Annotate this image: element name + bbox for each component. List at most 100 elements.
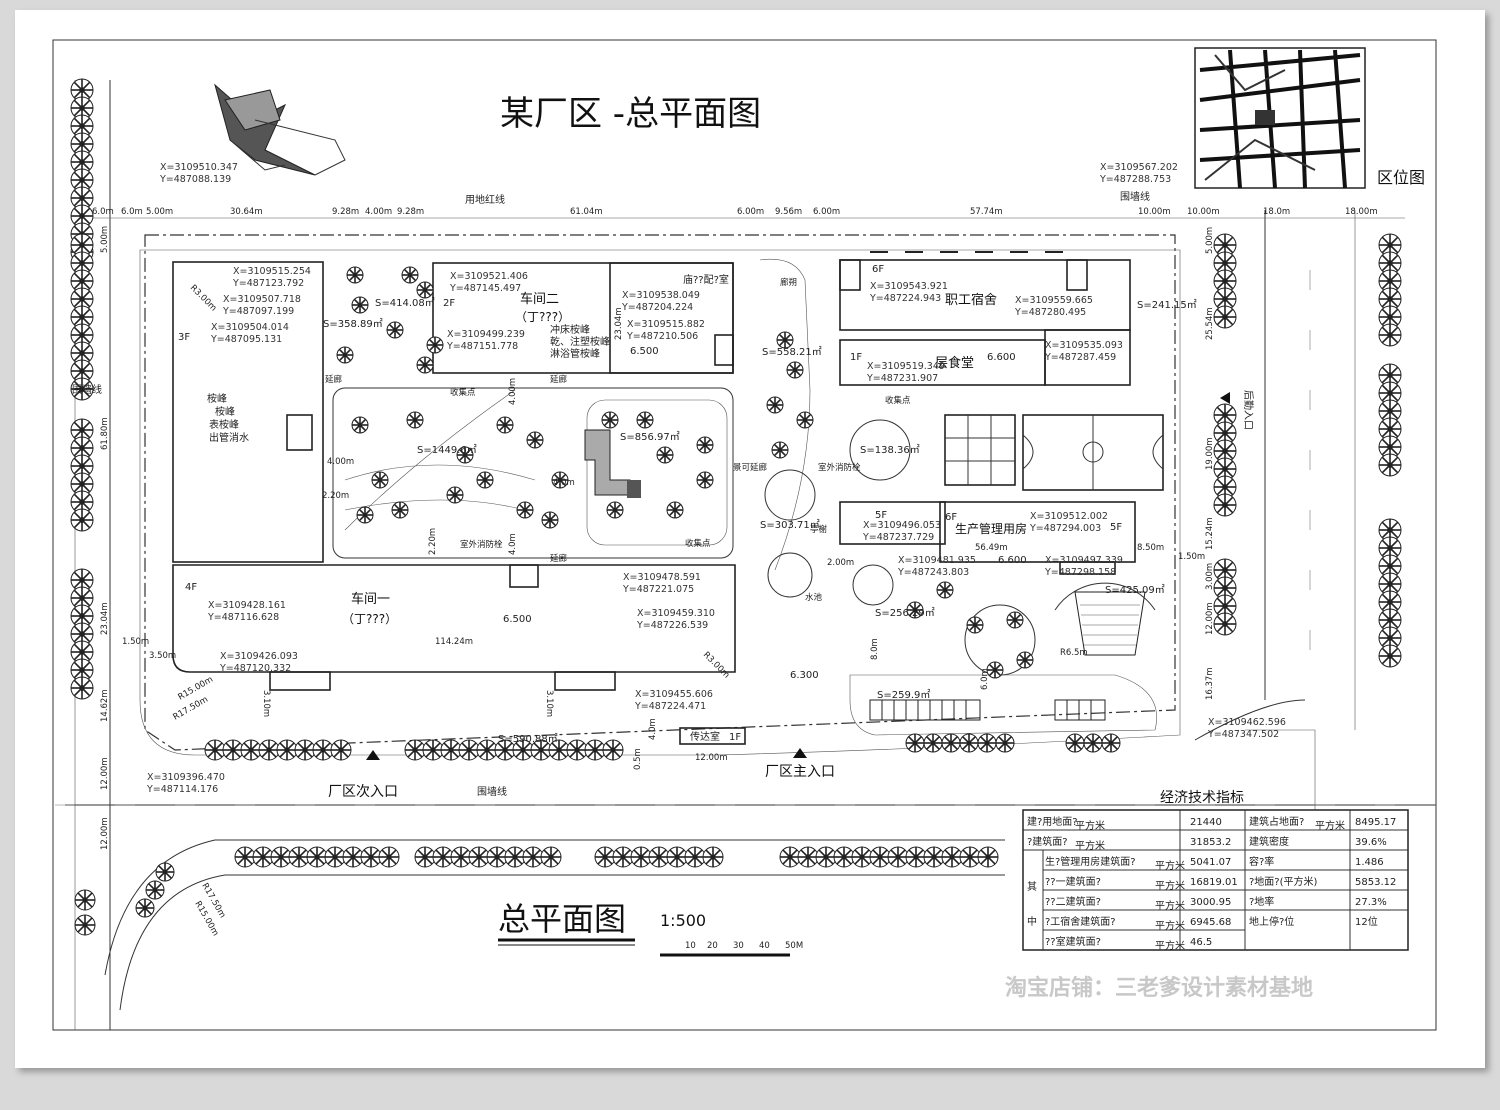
svg-text:车间二: 车间二 xyxy=(520,291,559,307)
svg-text:3.10m: 3.10m xyxy=(544,690,554,717)
svg-text:0.5m: 0.5m xyxy=(633,748,643,770)
svg-text:S=558.21㎡: S=558.21㎡ xyxy=(762,346,822,358)
svg-text:23.04m: 23.04m xyxy=(614,307,624,340)
svg-text:X=3109497.339: X=3109497.339 xyxy=(1045,555,1123,566)
econ-title: 经济技术指标 xyxy=(1160,790,1244,806)
area-labels: S=414.08㎡ S=358.89㎡ S=1449.6㎡ S=856.97㎡ … xyxy=(323,297,1197,745)
svg-text:X=3109512.002: X=3109512.002 xyxy=(1030,511,1108,522)
svg-text:5F: 5F xyxy=(875,510,887,521)
svg-text:5F: 5F xyxy=(1110,522,1122,533)
econ-value: 8495.17 xyxy=(1355,817,1396,828)
svg-text:S=241.15㎡: S=241.15㎡ xyxy=(1137,299,1197,311)
svg-text:18.00m: 18.00m xyxy=(1345,207,1378,217)
workshop-1: 车间一 （丁???） 4F xyxy=(172,564,736,691)
svg-text:Y=487243.803: Y=487243.803 xyxy=(897,567,969,578)
svg-text:18.0m: 18.0m xyxy=(1263,207,1290,217)
svg-text:12.00m: 12.00m xyxy=(1205,602,1215,635)
svg-text:2.20m: 2.20m xyxy=(322,491,349,501)
svg-text:传达室: 传达室 xyxy=(690,730,720,743)
building-3f: 3F 桉峰 桉峰 表桉峰 出管消水 xyxy=(172,261,324,563)
svg-text:室外消防栓: 室外消防栓 xyxy=(460,539,503,550)
svg-text:5.00m: 5.00m xyxy=(1205,227,1215,254)
svg-text:2.20m: 2.20m xyxy=(428,528,438,555)
svg-text:61.80m: 61.80m xyxy=(100,417,110,450)
svg-text:景可延廊: 景可延廊 xyxy=(733,462,768,473)
svg-text:12.00m: 12.00m xyxy=(695,753,728,763)
svg-text:Y=487280.495: Y=487280.495 xyxy=(1014,307,1086,318)
svg-text:S=256.29㎡: S=256.29㎡ xyxy=(875,607,935,619)
svg-text:Y=487145.497: Y=487145.497 xyxy=(449,283,521,294)
svg-text:Y=487204.224: Y=487204.224 xyxy=(621,302,693,313)
svg-text:6.600: 6.600 xyxy=(987,352,1016,363)
svg-text:X=3109515.254: X=3109515.254 xyxy=(233,266,311,277)
svg-text:表桉峰: 表桉峰 xyxy=(209,418,239,431)
svg-text:Y=487294.003: Y=487294.003 xyxy=(1029,523,1101,534)
svg-text:9.56m: 9.56m xyxy=(775,207,802,217)
svg-text:出管消水: 出管消水 xyxy=(209,431,249,444)
svg-text:10.00m: 10.00m xyxy=(1187,207,1220,217)
svg-text:X=3109535.093: X=3109535.093 xyxy=(1045,340,1123,351)
svg-text:6.00m: 6.00m xyxy=(813,207,840,217)
svg-text:X=3109515.882: X=3109515.882 xyxy=(627,319,705,330)
svg-text:Y=487298.158: Y=487298.158 xyxy=(1044,567,1116,578)
svg-text:X=3109499.239: X=3109499.239 xyxy=(447,329,525,340)
svg-text:（丁???）: （丁???） xyxy=(515,310,570,324)
dormitory: 职工宿舍 6F xyxy=(839,251,1131,331)
econ-label: ??室建筑面? xyxy=(1045,935,1101,948)
svg-text:S=856.97㎡: S=856.97㎡ xyxy=(620,431,680,443)
econ-label: 生?管理用房建筑面? xyxy=(1045,855,1136,868)
econ-value: 21440 xyxy=(1190,817,1222,828)
svg-text:57.74m: 57.74m xyxy=(970,207,1003,217)
svg-text:6.600: 6.600 xyxy=(998,555,1027,566)
svg-text:R3.00m: R3.00m xyxy=(188,283,218,313)
svg-text:Y=487210.506: Y=487210.506 xyxy=(626,331,698,342)
econ-label: 建筑密度 xyxy=(1249,835,1289,848)
econ-value: 27.3% xyxy=(1355,897,1387,908)
svg-text:6F: 6F xyxy=(872,264,884,275)
svg-text:Y=487116.628: Y=487116.628 xyxy=(207,612,279,623)
svg-text:收集点: 收集点 xyxy=(885,395,911,406)
svg-text:6.00m: 6.00m xyxy=(737,207,764,217)
scale-label: 1:500 xyxy=(660,911,706,930)
svg-text:16.37m: 16.37m xyxy=(1205,667,1215,700)
econ-label: ?地面?(平方米) xyxy=(1249,875,1318,888)
svg-text:2.00m: 2.00m xyxy=(827,558,854,568)
sports-courts xyxy=(944,414,1164,491)
svg-text:6.300: 6.300 xyxy=(790,670,819,681)
econ-unit: 平方米 xyxy=(1075,819,1105,832)
svg-text:56.49m: 56.49m xyxy=(975,543,1008,553)
svg-text:R17.50m: R17.50m xyxy=(172,695,210,723)
svg-text:3.00m: 3.00m xyxy=(1205,563,1215,590)
svg-text:Y=487288.753: Y=487288.753 xyxy=(1099,174,1171,185)
econ-value: 6945.68 xyxy=(1190,917,1231,928)
econ-value: 46.5 xyxy=(1190,937,1212,948)
canteen: 层食堂 1F xyxy=(839,329,1131,386)
svg-text:X=3109481.935: X=3109481.935 xyxy=(898,555,976,566)
svg-text:X=3109510.347: X=3109510.347 xyxy=(160,162,238,173)
svg-text:3.10m: 3.10m xyxy=(261,690,271,717)
site-red-line-label: 用地红线 xyxy=(465,193,505,206)
svg-text:3.50m: 3.50m xyxy=(149,651,176,661)
scale-bar: 10 20 30 40 50M xyxy=(660,941,803,957)
svg-text:6.0m: 6.0m xyxy=(121,207,143,217)
econ-label: ??二建筑面? xyxy=(1045,895,1101,908)
svg-text:庙??配?室: 庙??配?室 xyxy=(683,273,729,286)
econ-label: ?工宿舍建筑面? xyxy=(1045,915,1116,928)
svg-text:车间一: 车间一 xyxy=(351,591,390,607)
svg-text:桉峰: 桉峰 xyxy=(207,392,227,405)
svg-text:4.00m: 4.00m xyxy=(327,457,354,467)
svg-text:8.50m: 8.50m xyxy=(1137,543,1164,553)
drawing-sheet: 某厂区 -总平面图 总平面图 1:500 10 20 30 40 50M 区位图 xyxy=(15,10,1485,1068)
svg-text:4.00m: 4.00m xyxy=(508,378,518,405)
workshop-2: 车间二 （丁???） 2F 冲床桉峰 乾、注塑桉峰 淋浴管桉峰 庙??配?室 xyxy=(432,262,734,374)
svg-text:淋浴管桉峰: 淋浴管桉峰 xyxy=(550,347,600,360)
svg-text:X=3109567.202: X=3109567.202 xyxy=(1100,162,1178,173)
econ-value: 39.6% xyxy=(1355,837,1387,848)
svg-text:1.50m: 1.50m xyxy=(122,637,149,647)
svg-text:S=425.09㎡: S=425.09㎡ xyxy=(1105,584,1165,596)
rear-entrance-label: 后勤入口 xyxy=(1242,390,1255,430)
svg-text:1F: 1F xyxy=(850,352,862,363)
svg-text:Y=487347.502: Y=487347.502 xyxy=(1207,729,1279,740)
svg-text:室外消防栓: 室外消防栓 xyxy=(818,462,861,473)
